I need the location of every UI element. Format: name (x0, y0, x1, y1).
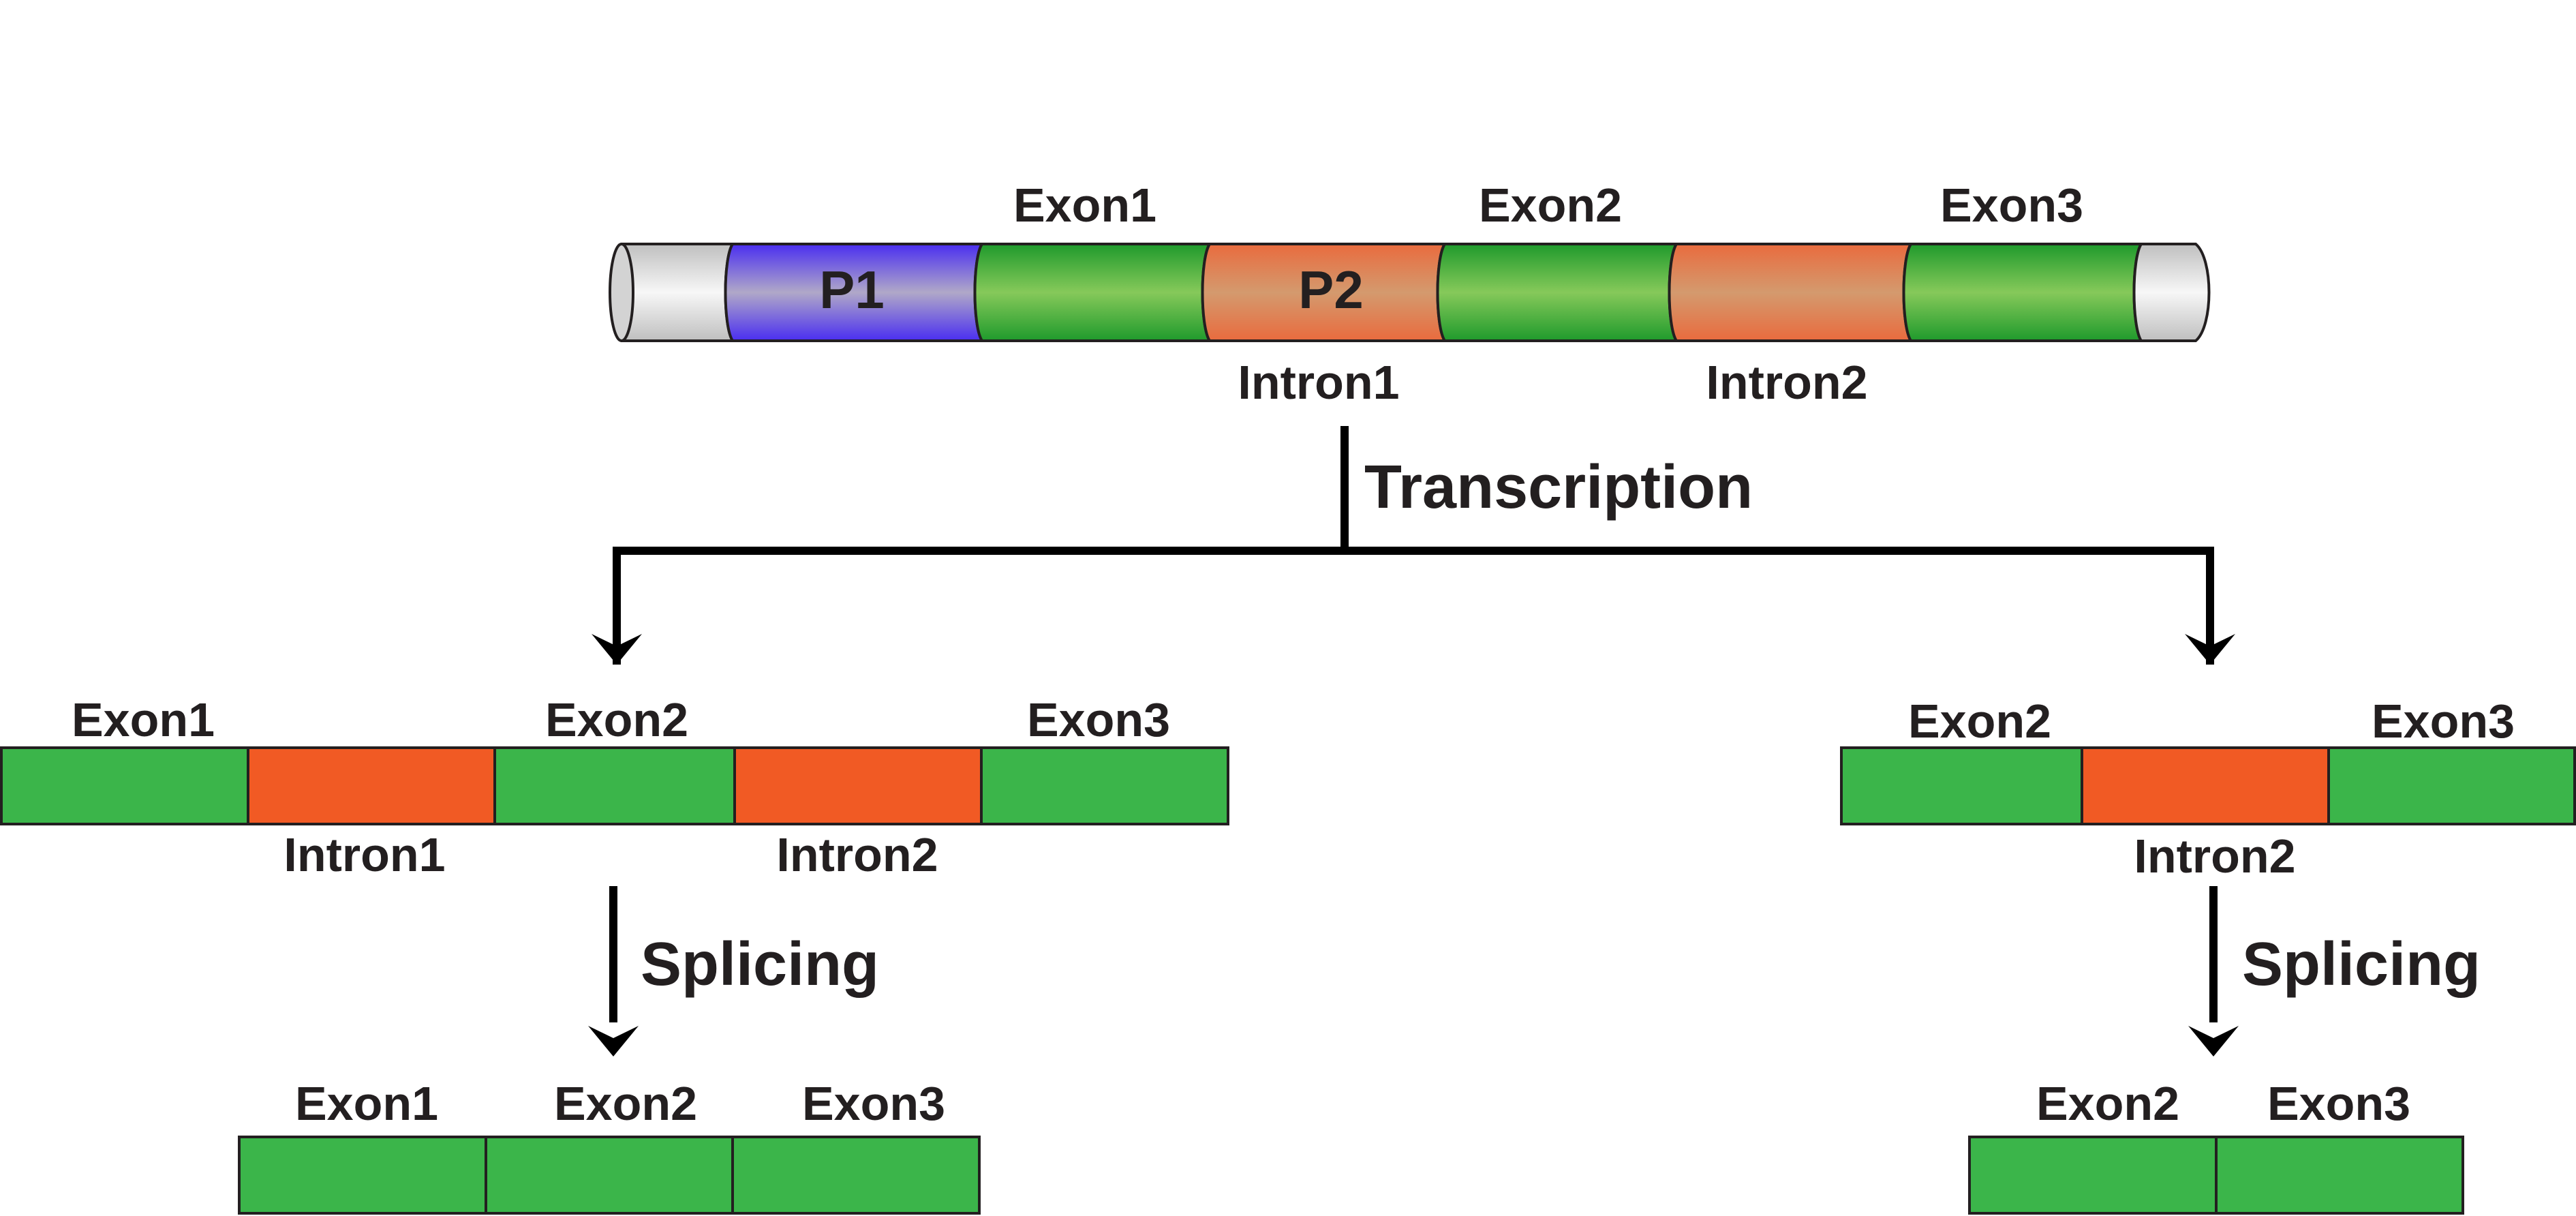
left-transcript-exon2 (493, 746, 736, 825)
gene-exon1-label: Exon1 (1013, 179, 1156, 232)
left-transcript-intron2-label: Intron2 (776, 828, 938, 881)
right-transcript-intron2-label: Intron2 (2134, 830, 2295, 883)
left-mrna-exon3-label: Exon3 (802, 1077, 945, 1130)
gene-exon3 (1902, 243, 2144, 342)
left-mature-mrna: Exon1 Exon2 Exon3 (238, 1077, 981, 1215)
arrow-right-down (2185, 634, 2235, 665)
gene-right-cap (2132, 243, 2211, 342)
right-transcript-exon2 (1840, 746, 2083, 825)
left-splicing-step: Splicing (588, 886, 879, 1057)
promoter-p1-label: P1 (819, 260, 884, 320)
left-mrna-exon1-label: Exon1 (295, 1077, 438, 1130)
right-primary-transcript: Exon2 Exon3 Intron2 (1840, 695, 2576, 883)
left-mrna-exon3 (731, 1136, 981, 1215)
left-transcript-intron1-label: Intron1 (283, 828, 445, 881)
left-splicing-label: Splicing (641, 930, 879, 999)
transcription-branch (613, 547, 2214, 665)
right-transcript-exon3 (2327, 746, 2576, 825)
gene-exon2-label: Exon2 (1479, 179, 1622, 232)
right-splicing-step: Splicing (2188, 886, 2481, 1057)
right-transcript-exon2-label: Exon2 (1908, 695, 2051, 748)
gene-intron1-label: Intron1 (1238, 356, 1399, 409)
left-splicing-arrowhead (588, 1026, 639, 1057)
left-mrna-exon2-label: Exon2 (554, 1077, 697, 1130)
left-mrna-exon1 (238, 1136, 487, 1215)
left-transcript-exon3-label: Exon3 (1027, 693, 1170, 746)
arrow-left-down (592, 634, 642, 665)
gene-left-end (609, 243, 634, 342)
genomic-gene: P1 P2 Exon1 Exon2 Exon3 Intron1 Intron2 (609, 179, 2211, 409)
right-splicing-label: Splicing (2242, 930, 2481, 999)
promoter-p2-label: P2 (1298, 260, 1363, 320)
gene-exon3-label: Exon3 (1940, 179, 2083, 232)
left-mrna-exon2 (485, 1136, 734, 1215)
right-mrna-exon2-label: Exon2 (2036, 1077, 2179, 1130)
gene-exon1 (973, 243, 1212, 342)
left-transcript-intron1 (247, 746, 496, 825)
right-transcript-exon3-label: Exon3 (2372, 695, 2515, 748)
left-transcript-exon1 (0, 746, 249, 825)
left-transcript-exon2-label: Exon2 (545, 693, 688, 746)
left-transcript-exon1-label: Exon1 (72, 693, 215, 746)
left-transcript-exon3 (980, 746, 1229, 825)
gene-exon2 (1436, 243, 1679, 342)
right-splicing-arrowhead (2188, 1026, 2239, 1057)
left-transcript-intron2 (733, 746, 983, 825)
transcription-label: Transcription (1364, 453, 1753, 521)
gene-intron2 (1668, 243, 1914, 342)
right-mrna-exon3 (2215, 1136, 2464, 1215)
right-mature-mrna: Exon2 Exon3 (1968, 1077, 2464, 1215)
gene-intron2-label: Intron2 (1706, 356, 1867, 409)
transcription-connector: Transcription (592, 426, 2235, 665)
right-mrna-exon2 (1968, 1136, 2218, 1215)
left-primary-transcript: Exon1 Exon2 Exon3 Intron1 Intron2 (0, 693, 1229, 881)
right-mrna-exon3-label: Exon3 (2267, 1077, 2410, 1130)
right-transcript-intron2 (2081, 746, 2330, 825)
